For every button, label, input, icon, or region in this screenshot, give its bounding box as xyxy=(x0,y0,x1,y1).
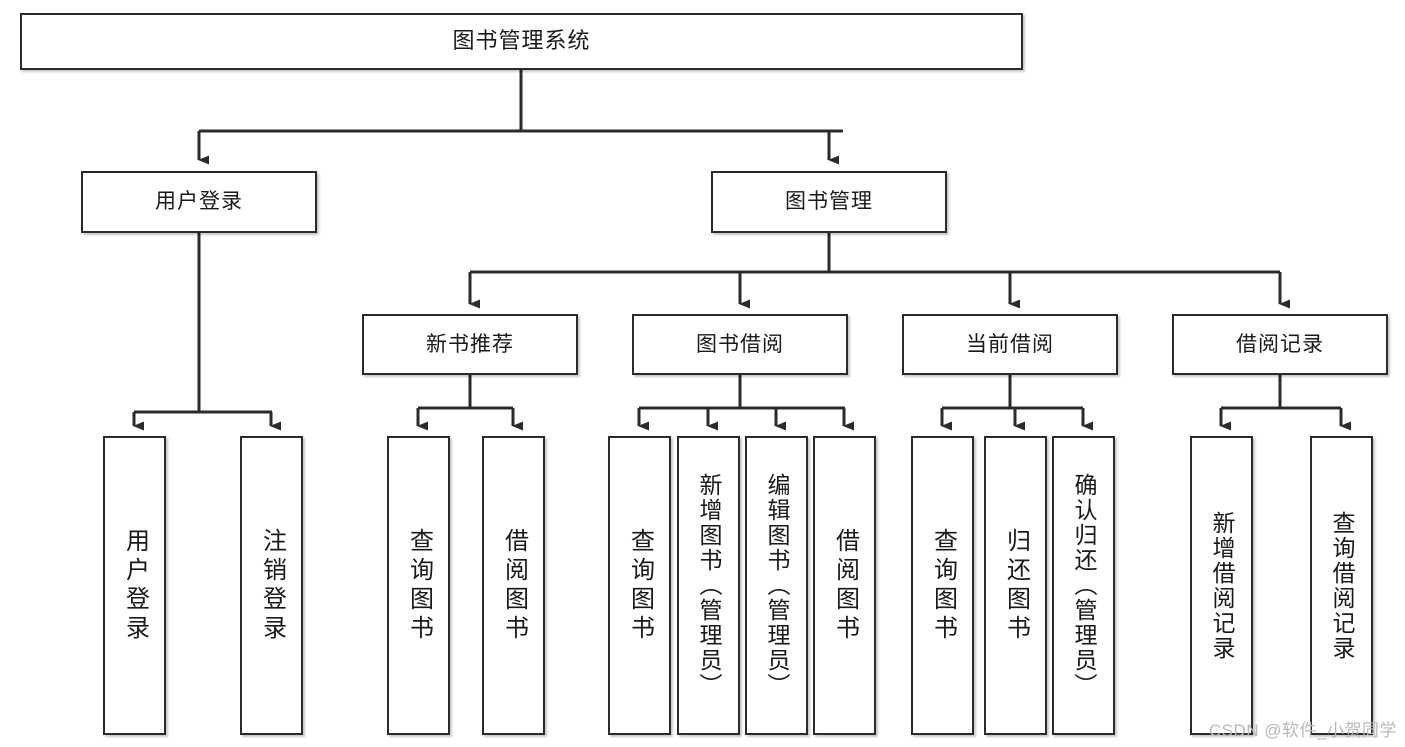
node-leaf-user-logout-label: 注销登录 xyxy=(258,527,286,644)
node-book-manage[interactable]: 图书管理 xyxy=(711,171,947,233)
node-leaf-rec-add-record-label: 新增借阅记录 xyxy=(1209,510,1235,661)
node-user-login-label: 用户登录 xyxy=(155,190,243,214)
node-book-manage-label: 图书管理 xyxy=(785,190,873,214)
node-user-login[interactable]: 用户登录 xyxy=(81,171,317,233)
node-leaf-borrow-edit-book-label: 编辑图书（管理员） xyxy=(764,473,790,698)
node-leaf-user-logout[interactable]: 注销登录 xyxy=(240,436,303,735)
node-leaf-user-login[interactable]: 用户登录 xyxy=(103,436,166,735)
node-leaf-rec-add-record[interactable]: 新增借阅记录 xyxy=(1190,436,1253,735)
node-book-borrow-label: 图书借阅 xyxy=(696,332,784,356)
node-borrow-record[interactable]: 借阅记录 xyxy=(1172,314,1388,375)
node-current-borrow-label: 当前借阅 xyxy=(966,332,1054,356)
node-leaf-rec-borrow-book[interactable]: 借阅图书 xyxy=(482,436,545,735)
node-leaf-cur-return-book[interactable]: 归还图书 xyxy=(984,436,1047,735)
node-leaf-borrow-borrow-book[interactable]: 借阅图书 xyxy=(813,436,876,735)
node-current-borrow[interactable]: 当前借阅 xyxy=(902,314,1118,375)
node-new-book-rec-label: 新书推荐 xyxy=(426,332,514,356)
node-leaf-cur-confirm-return[interactable]: 确认归还（管理员） xyxy=(1052,436,1115,735)
node-leaf-borrow-borrow-book-label: 借阅图书 xyxy=(831,527,859,644)
node-leaf-rec-borrow-book-label: 借阅图书 xyxy=(500,527,528,644)
node-leaf-borrow-add-book[interactable]: 新增图书（管理员） xyxy=(677,436,740,735)
node-leaf-cur-return-book-label: 归还图书 xyxy=(1002,527,1030,644)
node-leaf-rec-query-record[interactable]: 查询借阅记录 xyxy=(1310,436,1373,735)
node-root[interactable]: 图书管理系统 xyxy=(20,13,1023,70)
node-leaf-cur-confirm-return-label: 确认归还（管理员） xyxy=(1071,473,1097,698)
node-leaf-rec-query-book[interactable]: 查询图书 xyxy=(387,436,450,735)
node-new-book-rec[interactable]: 新书推荐 xyxy=(362,314,578,375)
node-book-borrow[interactable]: 图书借阅 xyxy=(632,314,848,375)
node-leaf-borrow-edit-book[interactable]: 编辑图书（管理员） xyxy=(745,436,808,735)
node-leaf-borrow-query-book[interactable]: 查询图书 xyxy=(608,436,671,735)
watermark: CSDN @软件_小贺同学 xyxy=(1208,721,1397,740)
node-leaf-rec-query-record-label: 查询借阅记录 xyxy=(1329,510,1355,661)
node-leaf-borrow-query-book-label: 查询图书 xyxy=(626,527,654,644)
node-root-label: 图书管理系统 xyxy=(452,28,591,54)
node-leaf-borrow-add-book-label: 新增图书（管理员） xyxy=(696,473,722,698)
node-borrow-record-label: 借阅记录 xyxy=(1236,332,1324,356)
node-leaf-rec-query-book-label: 查询图书 xyxy=(405,527,433,644)
node-leaf-cur-query-book-label: 查询图书 xyxy=(929,527,957,644)
node-leaf-user-login-label: 用户登录 xyxy=(121,527,149,644)
node-leaf-cur-query-book[interactable]: 查询图书 xyxy=(911,436,974,735)
